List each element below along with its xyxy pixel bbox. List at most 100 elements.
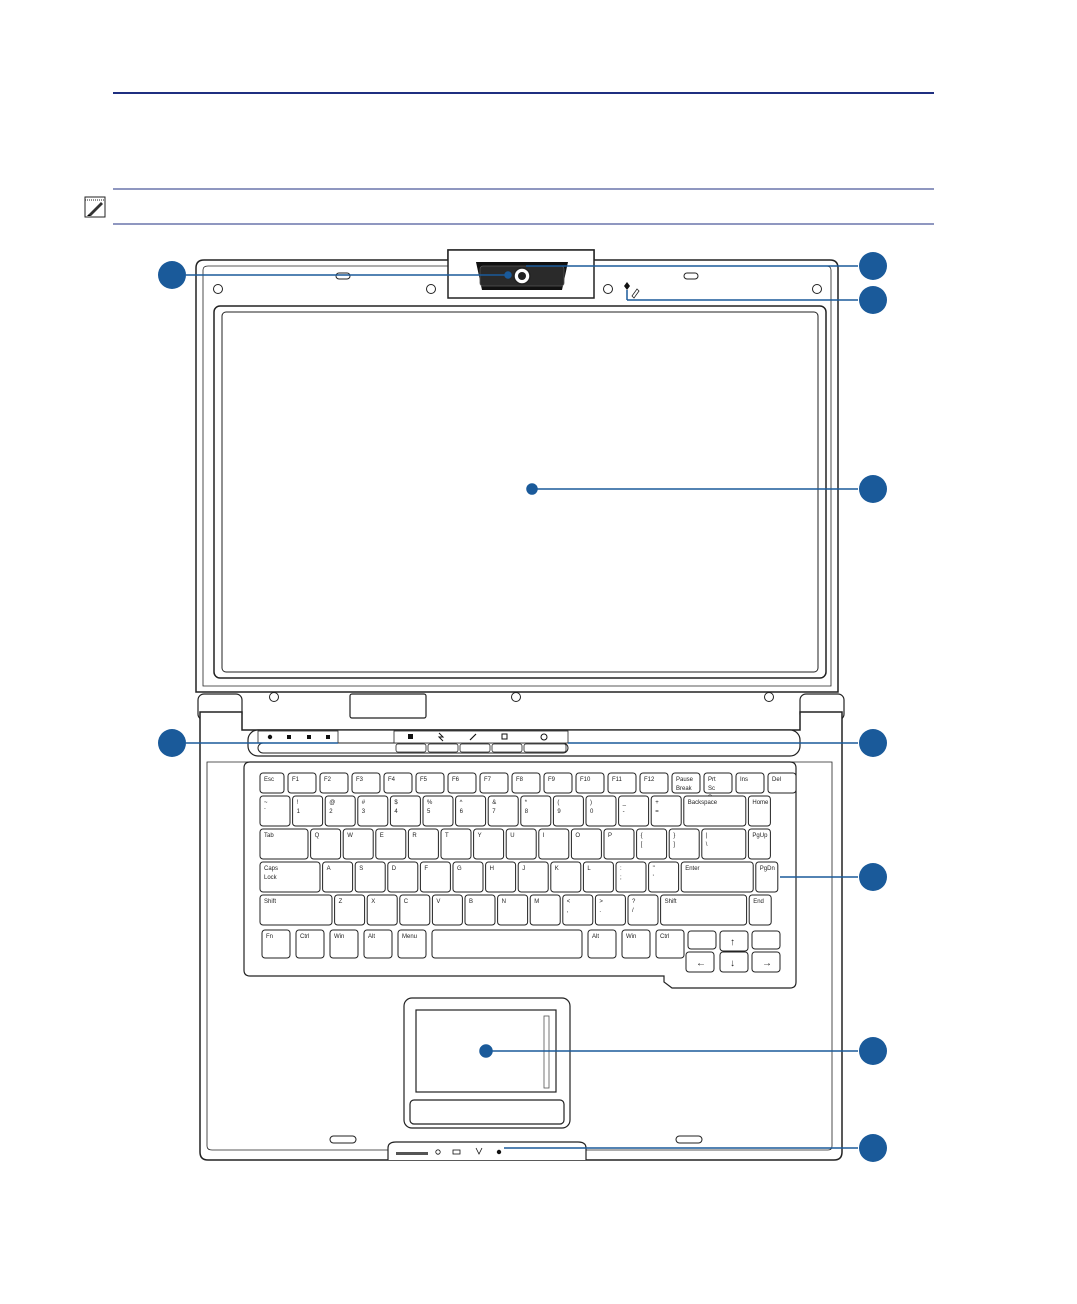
key[interactable]: [585, 795, 617, 827]
key[interactable]: [570, 828, 602, 860]
key[interactable]: [552, 795, 584, 827]
key[interactable]: [259, 828, 309, 860]
key[interactable]: [419, 861, 451, 893]
key[interactable]: [422, 795, 454, 827]
key[interactable]: [636, 828, 668, 860]
key[interactable]: [259, 772, 285, 794]
key[interactable]: [383, 772, 413, 794]
key[interactable]: [259, 861, 321, 893]
key[interactable]: [747, 828, 771, 860]
touchpad-button[interactable]: [409, 1099, 565, 1125]
key[interactable]: [399, 894, 431, 926]
key[interactable]: [701, 828, 747, 860]
key[interactable]: [342, 828, 374, 860]
key[interactable]: [295, 929, 325, 959]
key[interactable]: [431, 894, 463, 926]
key[interactable]: [655, 929, 685, 959]
key[interactable]: [261, 929, 291, 959]
key[interactable]: [543, 772, 573, 794]
key[interactable]: [397, 929, 427, 959]
key[interactable]: [375, 828, 407, 860]
key-label: Win: [334, 934, 344, 940]
key[interactable]: [755, 861, 779, 893]
key[interactable]: [351, 772, 381, 794]
key[interactable]: [660, 894, 748, 926]
key[interactable]: [511, 772, 541, 794]
key[interactable]: [389, 795, 421, 827]
key-label: 3: [362, 809, 366, 815]
key[interactable]: [748, 894, 772, 926]
key[interactable]: [479, 772, 509, 794]
key[interactable]: [594, 894, 626, 926]
arrow-key[interactable]: [719, 930, 749, 952]
key[interactable]: [680, 861, 754, 893]
key[interactable]: [767, 772, 797, 794]
key[interactable]: [324, 795, 356, 827]
key[interactable]: [751, 930, 781, 950]
key[interactable]: [366, 894, 398, 926]
key[interactable]: [497, 894, 529, 926]
key[interactable]: [259, 795, 291, 827]
key[interactable]: [322, 861, 354, 893]
key[interactable]: [587, 929, 617, 959]
key[interactable]: [687, 930, 717, 950]
key[interactable]: [452, 861, 484, 893]
key[interactable]: [703, 772, 733, 794]
key[interactable]: [455, 795, 487, 827]
key[interactable]: [440, 828, 472, 860]
key[interactable]: [464, 894, 496, 926]
key[interactable]: [550, 861, 582, 893]
key[interactable]: [562, 894, 594, 926]
display-panel: [213, 305, 827, 679]
key[interactable]: [615, 861, 647, 893]
key[interactable]: [354, 861, 386, 893]
key[interactable]: [648, 861, 680, 893]
key[interactable]: [487, 795, 519, 827]
arrow-key[interactable]: [719, 951, 749, 973]
key[interactable]: [575, 772, 605, 794]
key[interactable]: [407, 828, 439, 860]
key[interactable]: [538, 828, 570, 860]
key[interactable]: [671, 772, 701, 794]
key[interactable]: [485, 861, 517, 893]
key[interactable]: [310, 828, 342, 860]
key[interactable]: [363, 929, 393, 959]
arrow-key[interactable]: [685, 951, 715, 973]
key[interactable]: [520, 795, 552, 827]
key[interactable]: [357, 795, 389, 827]
key-label: ): [590, 800, 592, 806]
key[interactable]: [683, 795, 747, 827]
key[interactable]: [334, 894, 366, 926]
arrow-key-label: →: [762, 958, 772, 969]
key[interactable]: [329, 929, 359, 959]
key-label: \: [706, 842, 708, 848]
key[interactable]: [650, 795, 682, 827]
key[interactable]: [292, 795, 324, 827]
key[interactable]: [505, 828, 537, 860]
key[interactable]: [639, 772, 669, 794]
key-label: O: [575, 833, 580, 839]
key-label: ^: [460, 800, 463, 806]
key-label: F8: [516, 777, 524, 783]
key[interactable]: [431, 929, 583, 959]
key[interactable]: [287, 772, 317, 794]
key[interactable]: [517, 861, 549, 893]
key[interactable]: [668, 828, 700, 860]
key[interactable]: [387, 861, 419, 893]
key[interactable]: [603, 828, 635, 860]
key-label: ]: [673, 842, 675, 848]
key[interactable]: [582, 861, 614, 893]
key[interactable]: [627, 894, 659, 926]
key[interactable]: [747, 795, 771, 827]
key[interactable]: [529, 894, 561, 926]
key[interactable]: [621, 929, 651, 959]
key[interactable]: [607, 772, 637, 794]
key[interactable]: [259, 894, 333, 926]
key[interactable]: [319, 772, 349, 794]
key[interactable]: [447, 772, 477, 794]
key[interactable]: [735, 772, 765, 794]
key[interactable]: [473, 828, 505, 860]
key[interactable]: [415, 772, 445, 794]
arrow-key[interactable]: [751, 951, 781, 973]
key[interactable]: [618, 795, 650, 827]
